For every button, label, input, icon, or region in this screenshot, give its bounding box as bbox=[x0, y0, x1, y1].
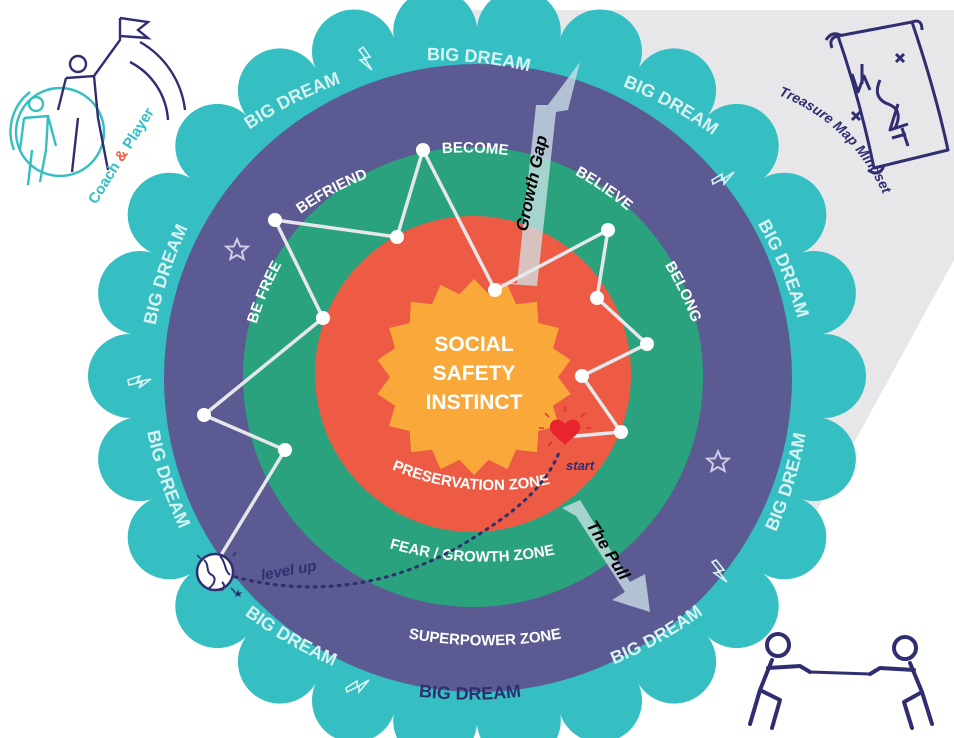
journey-node bbox=[488, 283, 502, 297]
journey-node bbox=[268, 213, 282, 227]
lightning-icon bbox=[357, 45, 373, 71]
big-dream-scallop bbox=[771, 251, 856, 335]
big-dream-scallop bbox=[742, 495, 827, 580]
big-dream-scallop bbox=[782, 334, 866, 418]
big-dream-scallop bbox=[175, 564, 260, 649]
big-dream-scallop bbox=[476, 678, 561, 738]
start-label: start bbox=[566, 458, 595, 473]
big-dream-scallop bbox=[98, 417, 183, 501]
coach-and-player-icon bbox=[9, 16, 187, 186]
big-dream-scallop bbox=[393, 0, 478, 74]
journey-node bbox=[590, 291, 604, 305]
core-line-3: INSTINCT bbox=[426, 391, 523, 414]
star-icon bbox=[223, 236, 251, 262]
journey-node bbox=[601, 223, 615, 237]
journey-node bbox=[316, 311, 330, 325]
big-dream-scallop bbox=[632, 48, 717, 133]
big-dream-scallop bbox=[88, 334, 172, 418]
big-dream-scallop bbox=[742, 172, 827, 257]
social-safety-star bbox=[377, 279, 571, 475]
big-dream-scallop bbox=[694, 564, 779, 649]
big-dream-scallop bbox=[312, 658, 396, 738]
lightning-icon bbox=[127, 374, 152, 389]
big-dream-scallop bbox=[175, 103, 260, 188]
big-dream-scallop bbox=[98, 251, 183, 335]
star-icon bbox=[704, 448, 732, 474]
core-line-1: SOCIAL bbox=[434, 333, 514, 356]
big-dream-scallop bbox=[127, 172, 212, 257]
tug-of-war-icon bbox=[748, 632, 934, 730]
heart-icon bbox=[539, 406, 591, 447]
big-dream-scallop bbox=[558, 9, 642, 94]
journey-node bbox=[640, 337, 654, 351]
big-dream-scallop bbox=[558, 658, 642, 738]
big-dream-scallop bbox=[237, 48, 322, 133]
journey-node bbox=[278, 443, 292, 457]
big-dream-scallop bbox=[476, 0, 561, 74]
big-dream-label-bottom: BIG DREAM bbox=[418, 681, 522, 704]
big-dream-scallop bbox=[771, 417, 856, 501]
lightning-icon bbox=[345, 679, 370, 695]
big-dream-scallop bbox=[237, 619, 322, 704]
journey-node bbox=[390, 230, 404, 244]
journey-node bbox=[416, 143, 430, 157]
lightning-icon bbox=[711, 171, 735, 187]
stage-become: BECOME bbox=[441, 139, 509, 159]
lightning-icon bbox=[710, 558, 728, 583]
big-dream-scallop bbox=[632, 619, 717, 704]
big-dream-scallop bbox=[393, 678, 478, 738]
journey-line bbox=[202, 148, 649, 571]
journey-node bbox=[575, 369, 589, 383]
level-up-path bbox=[210, 448, 562, 589]
superpower-zone-label: SUPERPOWER ZONE bbox=[408, 625, 563, 649]
globe-icon bbox=[195, 551, 243, 598]
big-dream-scallop bbox=[312, 9, 396, 94]
journey-node bbox=[197, 408, 211, 422]
journey-path bbox=[197, 143, 654, 571]
journey-node bbox=[614, 425, 628, 439]
big-dream-scallop bbox=[694, 103, 779, 188]
core-line-2: SAFETY bbox=[433, 362, 516, 385]
big-dream-scallop bbox=[127, 495, 212, 580]
treasure-map-icon bbox=[824, 19, 950, 175]
